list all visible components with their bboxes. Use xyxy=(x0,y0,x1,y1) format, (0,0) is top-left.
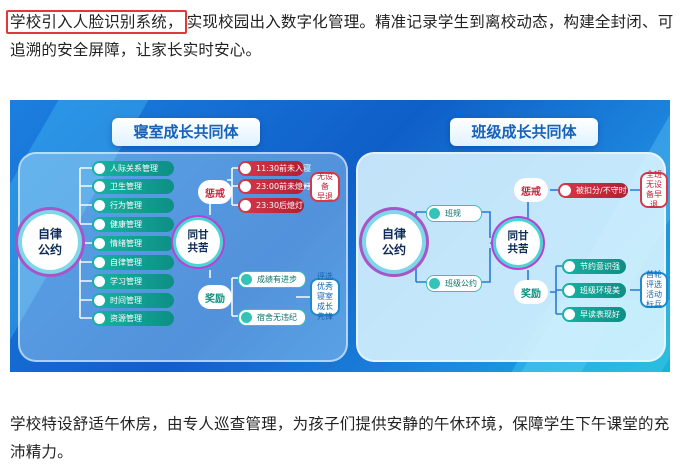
class-panel-title: 班级成长共同体 xyxy=(450,118,598,146)
dorm-item: 健康管理 xyxy=(92,217,174,232)
reward-item: 宿舍无违纪 xyxy=(238,309,306,326)
dorm-item: 行为管理 xyxy=(92,198,174,213)
intro-text: 实现校园出入数字化管理。精准记录学生到离校动态，构建全封闭、可追溯的安全屏障，让… xyxy=(10,13,674,59)
class-reward-item: 班级环境美 xyxy=(562,283,626,298)
reward-node-right: 奖励 xyxy=(514,280,548,304)
community-banner: 寝室成长共同体 班级成长共同体 自律 公约 人际关系管理 卫生管理 行为管理 健… xyxy=(10,100,670,372)
share-hub-right: 同甘 共苦 xyxy=(496,221,540,265)
class-reward-item: 早读表现好 xyxy=(562,307,626,322)
outro-paragraph: 学校特设舒适午休房，由专人巡查管理，为孩子们提供安静的午休环境，保障学生下午课堂… xyxy=(10,415,670,461)
class-reward-item: 节约意识强 xyxy=(562,259,626,274)
share-hub-left: 同甘 共苦 xyxy=(176,220,220,264)
dorm-item: 人际关系管理 xyxy=(92,161,174,176)
punish-item: 被扣分/不守时 xyxy=(558,183,628,198)
punish-result-left: 无设备 早退 xyxy=(310,172,340,202)
punish-item: 23:00前未熄灯 xyxy=(238,179,311,194)
reward-node-left: 奖励 xyxy=(198,285,232,309)
reward-item: 成绩有进步 xyxy=(238,271,306,288)
highlighted-phrase: 学校引入人脸识别系统， xyxy=(6,10,187,34)
class-item: 班规 xyxy=(426,205,482,222)
punish-item: 23:30后熄灯 xyxy=(238,198,304,213)
dorm-item: 自律管理 xyxy=(92,255,174,270)
punish-result-right: 全班 无设备早退 xyxy=(640,170,668,209)
self-discipline-core-right: 自律 公约 xyxy=(366,214,422,270)
self-discipline-core-left: 自律 公约 xyxy=(22,214,78,270)
dorm-item: 资源管理 xyxy=(92,311,174,326)
reward-result-left: 评选 优秀寝室 成长先锋 xyxy=(310,272,340,321)
dorm-item: 学习管理 xyxy=(92,274,174,289)
dorm-panel-title: 寝室成长共同体 xyxy=(112,118,260,146)
dorm-item: 卫生管理 xyxy=(92,179,174,194)
punish-node-left: 惩戒 xyxy=(198,180,232,204)
punish-node-right: 惩戒 xyxy=(514,178,548,202)
class-item: 班级公约 xyxy=(426,275,482,292)
punish-item: 11:30前未入寝 xyxy=(238,161,311,176)
intro-paragraph: 学校引入人脸识别系统，实现校园出入数字化管理。精准记录学生到离校动态，构建全封闭… xyxy=(6,8,680,64)
dorm-item: 时间管理 xyxy=(92,293,174,308)
reward-result-right: 首轮评选 活动标兵 xyxy=(640,270,668,309)
dorm-item: 情绪管理 xyxy=(92,236,174,251)
